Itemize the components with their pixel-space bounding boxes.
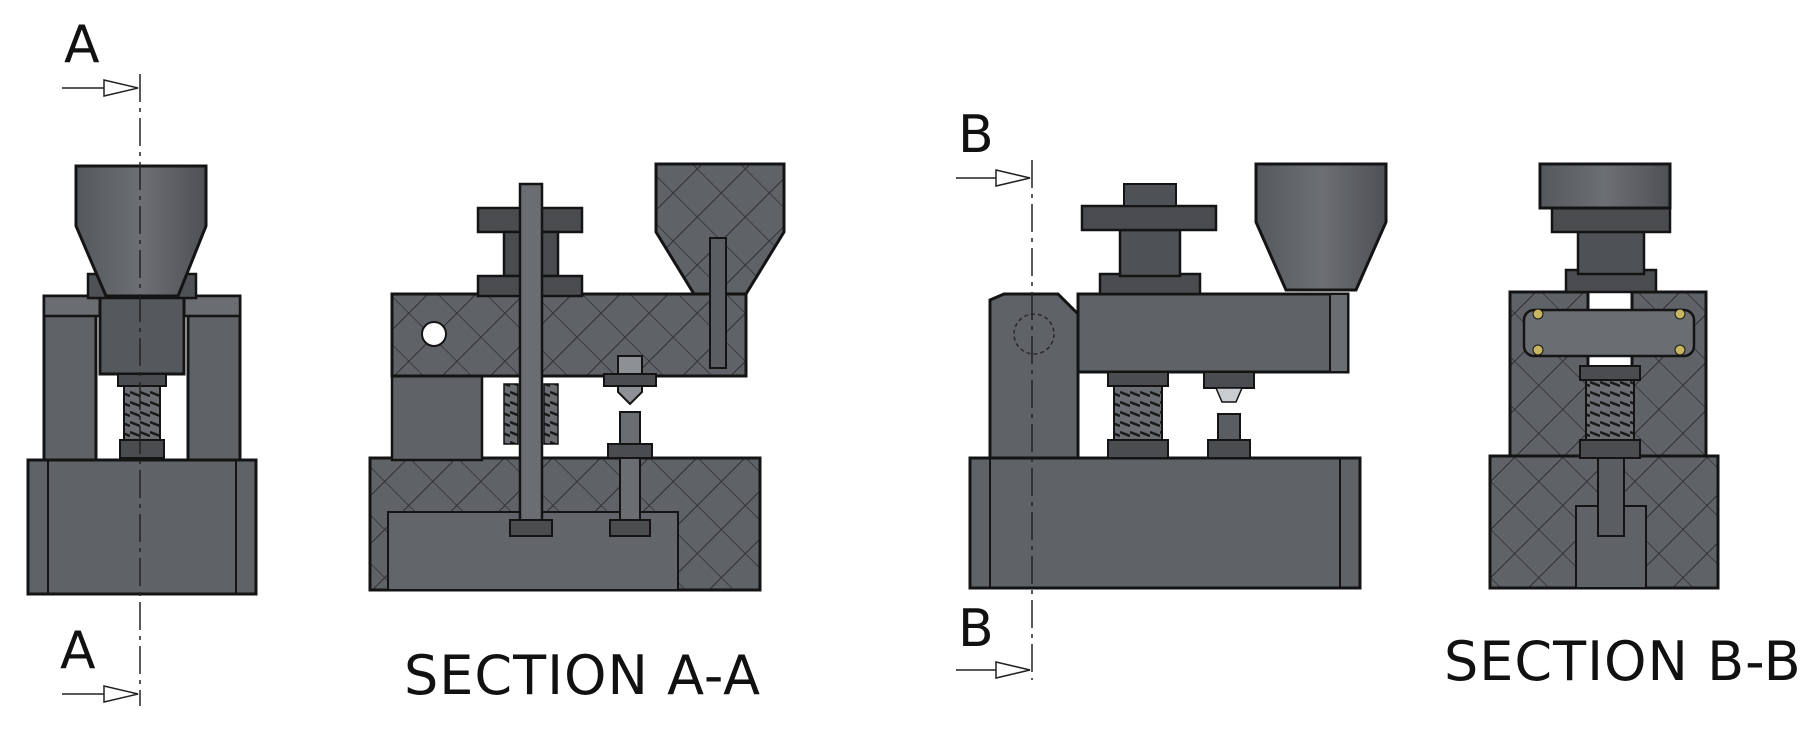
section-a-view: SECTION A-A [368,162,786,707]
arrow-icon [995,661,1031,679]
center-block [98,294,186,376]
front-view-a: A A [26,15,258,706]
arrow-icon [995,169,1031,187]
arrow-icon [103,685,139,703]
right-column [186,294,242,462]
spring [123,383,161,441]
left-column [42,294,98,462]
bolt [518,182,544,526]
cut-label-b-top: B [958,105,994,165]
cut-label-a-top: A [64,15,100,75]
section-b-view: SECTION B-B [1444,162,1802,693]
section-b-title: SECTION B-B [1444,630,1802,693]
arm-section [390,292,748,378]
base-block [26,458,258,596]
arm-b [1076,292,1350,374]
front-view-b: B B [956,105,1388,680]
hopper-section [654,162,786,296]
base-block-b [968,456,1362,590]
pivot-column [988,292,1080,460]
cut-label-a-bottom: A [60,621,96,681]
hopper-cup-b [1254,162,1388,292]
hopper-cup [74,164,208,298]
section-a-title: SECTION A-A [404,644,761,707]
cut-label-b-bottom: B [958,599,994,659]
arrow-icon [103,79,139,97]
